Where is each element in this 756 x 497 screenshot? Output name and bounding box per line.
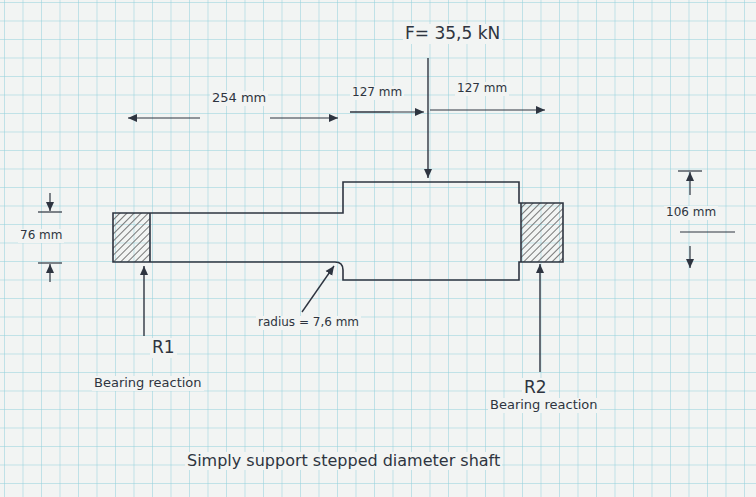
force-arrows [144, 58, 540, 372]
dimension-label: 106 mm [664, 206, 718, 220]
reaction-label: R1 [150, 338, 177, 358]
dimension-label: 127 mm [350, 86, 404, 100]
reaction-label: R2 [522, 378, 549, 398]
dimension-label: 254 mm [210, 91, 268, 106]
dimension-label: 127 mm [455, 82, 509, 96]
stepped-shaft [113, 182, 563, 280]
force-label: F= 35,5 kN [403, 24, 502, 44]
dimension-label: 76 mm [18, 229, 64, 243]
radius-label: radius = 7,6 mm [256, 316, 361, 330]
caption: Simply support stepped diameter shaft [185, 452, 502, 470]
dimension-lines [38, 110, 735, 282]
reaction-note: Bearing reaction [92, 376, 204, 391]
reaction-note: Bearing reaction [488, 398, 600, 413]
